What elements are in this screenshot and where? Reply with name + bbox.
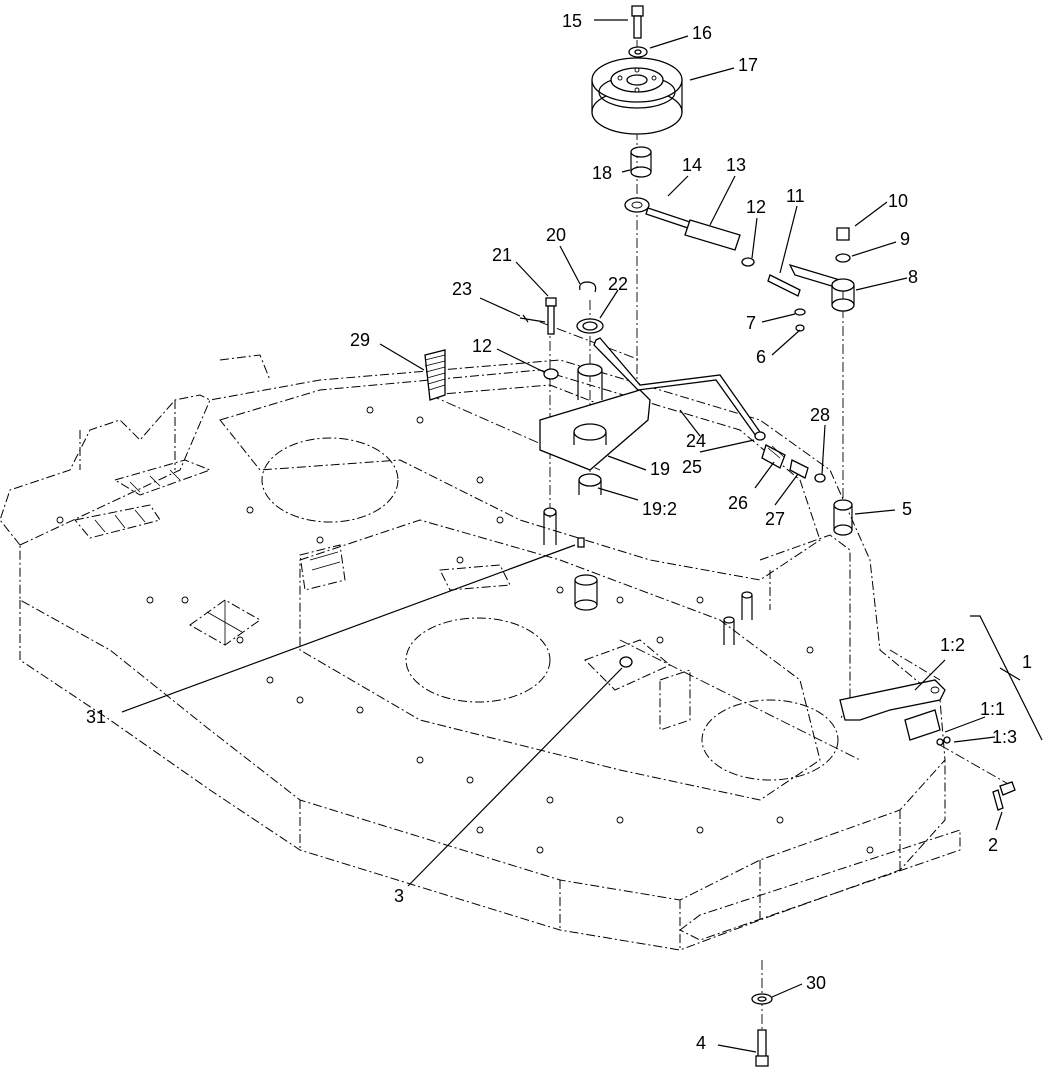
callout-23: 23 (452, 279, 472, 299)
callout-21: 21 (492, 245, 512, 265)
callout-19: 19 (650, 459, 670, 479)
grease-fitting-part-31 (577, 537, 585, 548)
spacer-part-18 (630, 146, 652, 178)
callout-numbers: 15 16 17 18 14 13 12 11 10 9 8 7 6 20 21… (86, 11, 1032, 1053)
callout-28: 28 (810, 405, 830, 425)
callout-19-2: 19:2 (642, 499, 677, 519)
callout-12-lower: 12 (472, 336, 492, 356)
nut-part-12 (543, 368, 559, 380)
idler-arm-parts-8-9-10 (788, 227, 855, 332)
idler-pulley-part-17 (591, 57, 683, 135)
washer-part-16 (628, 46, 648, 58)
callout-1: 1 (1022, 652, 1032, 672)
callout-10: 10 (888, 191, 908, 211)
callout-5: 5 (902, 499, 912, 519)
idler-link-parts-11-13-14 (624, 197, 801, 297)
washer-part-30 (751, 993, 773, 1005)
callout-16: 16 (692, 23, 712, 43)
bolt-part-15 (631, 5, 644, 39)
callout-1-1: 1:1 (980, 699, 1005, 719)
bolt-part-4 (755, 1029, 769, 1067)
callout-1-2: 1:2 (940, 635, 965, 655)
callout-6: 6 (756, 347, 766, 367)
callout-20: 20 (546, 225, 566, 245)
leader-lines (121, 19, 1043, 1053)
callout-22: 22 (608, 274, 628, 294)
callout-31: 31 (86, 707, 106, 727)
callout-24: 24 (686, 431, 706, 451)
idler-bracket-part-19 (539, 363, 651, 545)
mower-deck-outline (0, 354, 961, 951)
callout-14: 14 (682, 155, 702, 175)
assembly-center-lines (429, 40, 1011, 1035)
callout-11: 11 (786, 186, 805, 206)
callout-2: 2 (988, 835, 998, 855)
callout-13: 13 (726, 155, 746, 175)
nut-part-3 (619, 656, 633, 668)
callout-3: 3 (394, 886, 404, 906)
callout-8: 8 (908, 267, 918, 287)
spacer-part-5 (833, 499, 853, 536)
callout-7: 7 (746, 313, 756, 333)
callout-4: 4 (696, 1033, 706, 1053)
callout-29: 29 (350, 330, 370, 350)
bolt-part-2 (992, 781, 1016, 811)
callout-25: 25 (682, 457, 702, 477)
callout-17: 17 (738, 55, 758, 75)
callout-9: 9 (900, 229, 910, 249)
callout-27: 27 (765, 509, 785, 529)
pivot-hardware-parts-20-23 (519, 281, 604, 335)
tension-rod-parts-24-28 (593, 337, 826, 483)
deck-holes (56, 406, 874, 854)
spring-part-29 (424, 349, 446, 401)
callout-18: 18 (592, 163, 612, 183)
callout-26: 26 (728, 493, 748, 513)
callout-1-3: 1:3 (992, 727, 1017, 747)
callout-15: 15 (562, 11, 582, 31)
bracket-assembly-part-1 (839, 679, 951, 746)
callout-30: 30 (806, 973, 826, 993)
callout-12-upper: 12 (746, 197, 766, 217)
